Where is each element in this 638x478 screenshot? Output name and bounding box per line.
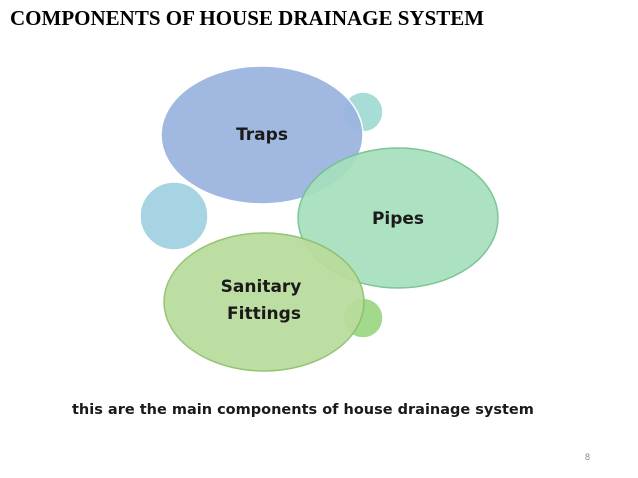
accent-circle-blue: [139, 181, 209, 251]
traps-label: Traps: [236, 125, 288, 145]
sanitary-label-line-2: Fittings: [227, 304, 301, 324]
slide-caption: this are the main components of house dr…: [72, 402, 534, 418]
pipes-node: [297, 147, 499, 289]
traps-node: [160, 65, 364, 205]
pipes-label: Pipes: [372, 209, 424, 229]
sanitary-label-line-1: Sanitary: [221, 277, 302, 297]
sanitary-fittings-node: [163, 232, 365, 372]
slide-title: COMPONENTS OF HOUSE DRAINAGE SYSTEM: [10, 6, 485, 30]
sanitary-fittings-label: Sanitary Fittings: [221, 277, 308, 324]
slide-number: 8: [584, 452, 590, 462]
